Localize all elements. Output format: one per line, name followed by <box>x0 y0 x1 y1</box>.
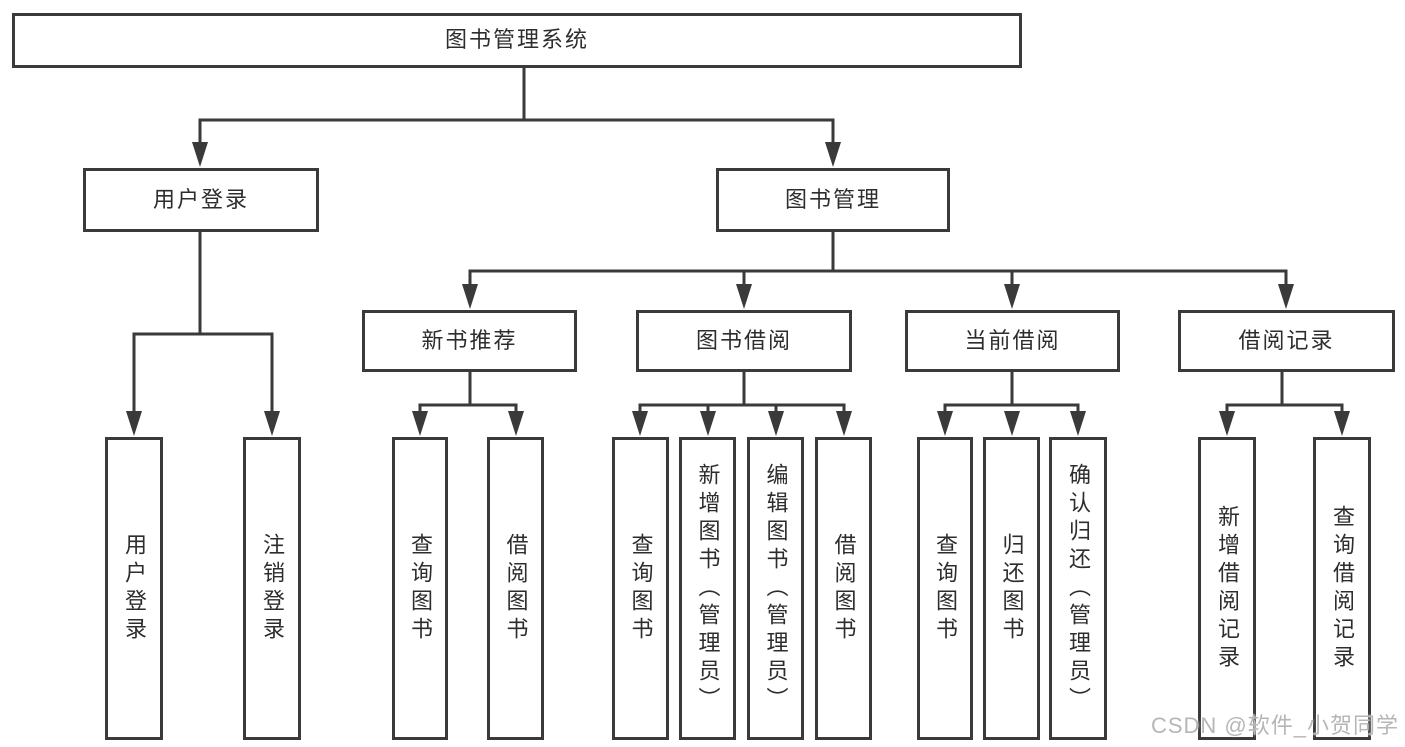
root-node: 图书管理系统 <box>12 13 1022 68</box>
leaf-query-books: 查询图书 <box>392 437 448 740</box>
branch-new-book-recommendation: 新书推荐 <box>362 310 577 372</box>
leaf-borrow-books: 借阅图书 <box>487 437 544 740</box>
leaf-borrow-books: 借阅图书 <box>815 437 872 740</box>
leaf-user-login: 用户登录 <box>105 437 163 740</box>
leaf-query-borrow-record: 查询借阅记录 <box>1313 437 1371 740</box>
leaf-query-books: 查询图书 <box>917 437 973 740</box>
branch-book-management: 图书管理 <box>716 168 950 232</box>
branch-borrowing-records: 借阅记录 <box>1178 310 1395 372</box>
leaf-add-books-admin: 新增图书（管理员） <box>679 437 736 740</box>
arrowheads <box>126 142 1350 436</box>
leaf-query-books: 查询图书 <box>612 437 669 740</box>
leaf-confirm-return-admin: 确认归还（管理员） <box>1049 437 1107 740</box>
leaf-logout-login: 注销登录 <box>243 437 301 740</box>
branch-user-login: 用户登录 <box>83 168 319 232</box>
leaf-return-books: 归还图书 <box>983 437 1040 740</box>
branch-book-borrowing: 图书借阅 <box>636 310 852 372</box>
leaf-edit-books-admin: 编辑图书（管理员） <box>747 437 804 740</box>
csdn-watermark: CSDN @软件_小贺同学 <box>1150 713 1399 738</box>
leaf-add-borrow-record: 新增借阅记录 <box>1198 437 1256 740</box>
branch-current-borrowing: 当前借阅 <box>905 310 1120 372</box>
